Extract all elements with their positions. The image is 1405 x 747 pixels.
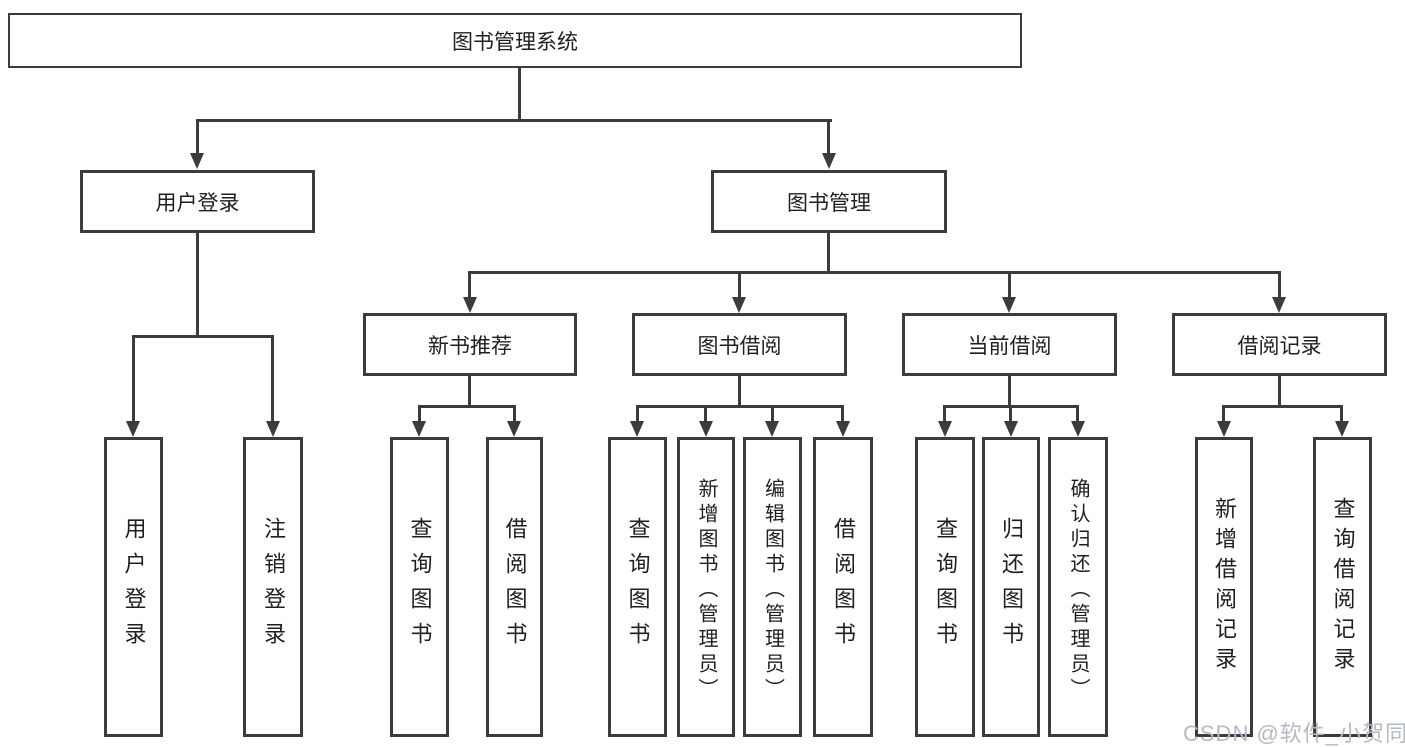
connector-stem-current-borrow — [1008, 271, 1011, 299]
leaf-user-login: 用户登录 — [104, 437, 163, 737]
node-borrow-records: 借阅记录 — [1172, 313, 1387, 376]
connector-stem-book-mgmt — [827, 119, 830, 155]
connector-bookmgmt-vertical — [827, 233, 830, 273]
leaf-query-books-recommend: 查询图书 — [390, 437, 449, 737]
arrow-down-icon — [699, 421, 713, 437]
connector-userlogin-vertical — [196, 233, 199, 338]
connector-stem-borrow-record — [1278, 271, 1281, 299]
node-current-borrowing: 当前借阅 — [902, 313, 1117, 376]
connector-stem — [1009, 405, 1012, 423]
connector-stem — [1340, 405, 1343, 423]
connector-stem-leaf-login — [132, 335, 135, 423]
connector-br-vertical — [1278, 376, 1281, 408]
connector-root-horizontal — [196, 119, 832, 122]
arrow-down-icon — [266, 421, 280, 437]
arrow-down-icon — [732, 297, 746, 313]
connector-stem — [841, 405, 844, 423]
node-user-login: 用户登录 — [80, 170, 315, 233]
connector-nbr-horizontal — [418, 405, 516, 408]
node-book-management: 图书管理 — [711, 170, 947, 233]
arrow-down-icon — [1071, 421, 1085, 437]
connector-nbr-vertical — [468, 376, 471, 408]
csdn-watermark: CSDN @软件_小贺同学 — [1183, 721, 1405, 746]
connector-bb-vertical — [738, 376, 741, 408]
arrow-down-icon — [1004, 421, 1018, 437]
arrow-down-icon — [938, 421, 952, 437]
arrow-down-icon — [822, 153, 836, 169]
connector-stem — [943, 405, 946, 423]
arrow-down-icon — [1335, 421, 1349, 437]
connector-stem — [771, 405, 774, 423]
leaf-query-books-borrowing: 查询图书 — [608, 437, 667, 737]
arrow-down-icon — [1002, 297, 1016, 313]
arrow-down-icon — [126, 421, 140, 437]
connector-bb-horizontal — [636, 405, 844, 408]
leaf-query-books-current: 查询图书 — [915, 437, 975, 737]
connector-stem — [1222, 405, 1225, 423]
arrow-down-icon — [836, 421, 850, 437]
node-new-book-recommend: 新书推荐 — [363, 313, 577, 376]
connector-stem-user-login — [196, 119, 199, 155]
leaf-borrow-books-borrowing: 借阅图书 — [813, 437, 873, 737]
arrow-down-icon — [412, 421, 426, 437]
leaf-add-borrow-record: 新增借阅记录 — [1195, 437, 1253, 737]
connector-stem — [418, 405, 421, 423]
connector-stem-new-book — [468, 271, 471, 299]
leaf-logout: 注销登录 — [243, 437, 303, 737]
leaf-query-borrow-record: 查询借阅记录 — [1313, 437, 1372, 737]
node-book-borrowing: 图书借阅 — [632, 313, 847, 376]
arrow-down-icon — [1272, 297, 1286, 313]
connector-stem — [704, 405, 707, 423]
arrow-down-icon — [463, 297, 477, 313]
leaf-borrow-books-recommend: 借阅图书 — [486, 437, 543, 737]
arrow-down-icon — [1217, 421, 1231, 437]
connector-stem-leaf-logout — [271, 335, 274, 423]
connector-cb-vertical — [1008, 376, 1011, 408]
connector-stem — [1076, 405, 1079, 423]
arrow-down-icon — [190, 153, 204, 169]
arrow-down-icon — [630, 421, 644, 437]
leaf-confirm-return-admin: 确认归还（管理员） — [1048, 437, 1108, 737]
connector-stem — [513, 405, 516, 423]
node-root-library-system: 图书管理系统 — [8, 13, 1022, 68]
leaf-edit-book-admin: 编辑图书（管理员） — [743, 437, 802, 737]
connector-root-vertical — [518, 68, 521, 120]
connector-br-horizontal — [1222, 405, 1343, 408]
leaf-return-books: 归还图书 — [982, 437, 1040, 737]
connector-userlogin-horizontal — [132, 335, 274, 338]
arrow-down-icon — [765, 421, 779, 437]
leaf-add-book-admin: 新增图书（管理员） — [677, 437, 735, 737]
connector-stem-book-borrow — [738, 271, 741, 299]
arrow-down-icon — [507, 421, 521, 437]
connector-bookmgmt-horizontal — [468, 271, 1281, 274]
connector-stem — [636, 405, 639, 423]
